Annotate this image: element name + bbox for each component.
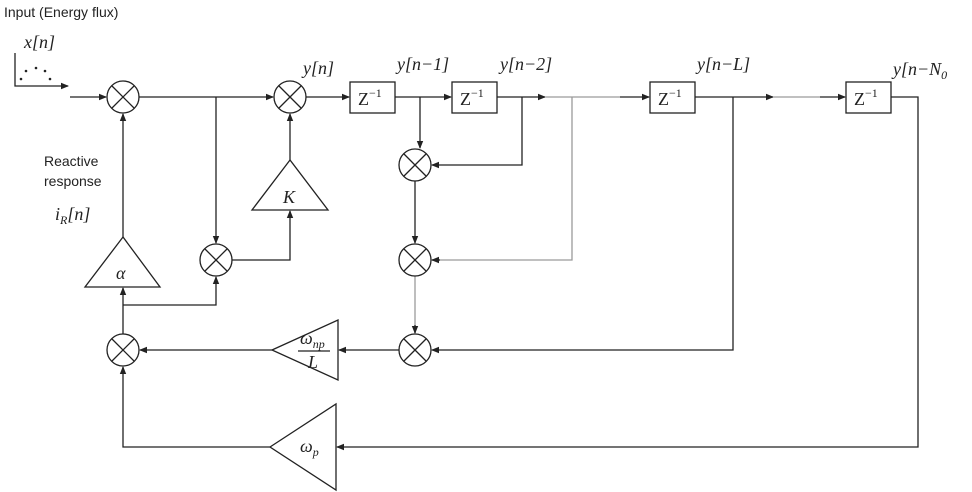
multiplier-input xyxy=(106,80,140,114)
delay-block-2: Z−1 xyxy=(451,81,498,114)
gain-alpha: α xyxy=(83,235,162,288)
svg-text:L: L xyxy=(307,352,318,372)
input-signal-icon xyxy=(14,53,69,90)
svg-text:Z−1: Z−1 xyxy=(658,86,682,109)
svg-text:Z−1: Z−1 xyxy=(854,86,878,109)
svg-text:Z−1: Z−1 xyxy=(358,86,382,109)
delay-block-N0: Z−1 xyxy=(845,81,892,114)
svg-text:Z−1: Z−1 xyxy=(460,86,484,109)
svg-text:ωnp: ωnp xyxy=(300,328,325,351)
reactive-label-line2: response xyxy=(44,173,102,189)
svg-text:ωp: ωp xyxy=(300,436,319,459)
multiplier-delay-1 xyxy=(398,148,432,182)
multiplier-feedback-k xyxy=(199,243,233,277)
multiplier-delay-L xyxy=(398,333,432,367)
label-y-n-L: y[n−L] xyxy=(695,54,750,74)
delay-block-L: Z−1 xyxy=(649,81,696,114)
gain-omega-np-over-L: ωnp L xyxy=(270,318,339,382)
label-y-n: y[n] xyxy=(301,58,334,78)
input-label: x[n] xyxy=(23,32,55,52)
multiplier-reactive xyxy=(106,333,140,367)
multiplier-delay-2 xyxy=(398,243,432,277)
delay-block-1: Z−1 xyxy=(349,81,396,114)
svg-text:K: K xyxy=(282,187,296,207)
multiplier-output xyxy=(273,80,307,114)
reactive-signal-label: iR[n] xyxy=(55,204,90,227)
wires xyxy=(70,93,919,451)
title-label: Input (Energy flux) xyxy=(4,4,118,20)
gain-K: K xyxy=(250,158,330,211)
reactive-label-line1: Reactive xyxy=(44,153,99,169)
gain-omega-p: ωp xyxy=(268,402,337,492)
label-y-n-2: y[n−2] xyxy=(498,54,552,74)
label-y-n-N0: y[n−N0 xyxy=(891,59,947,82)
label-y-n-1: y[n−1] xyxy=(395,54,449,74)
svg-text:α: α xyxy=(116,263,126,283)
multiplier-nodes xyxy=(106,80,432,367)
